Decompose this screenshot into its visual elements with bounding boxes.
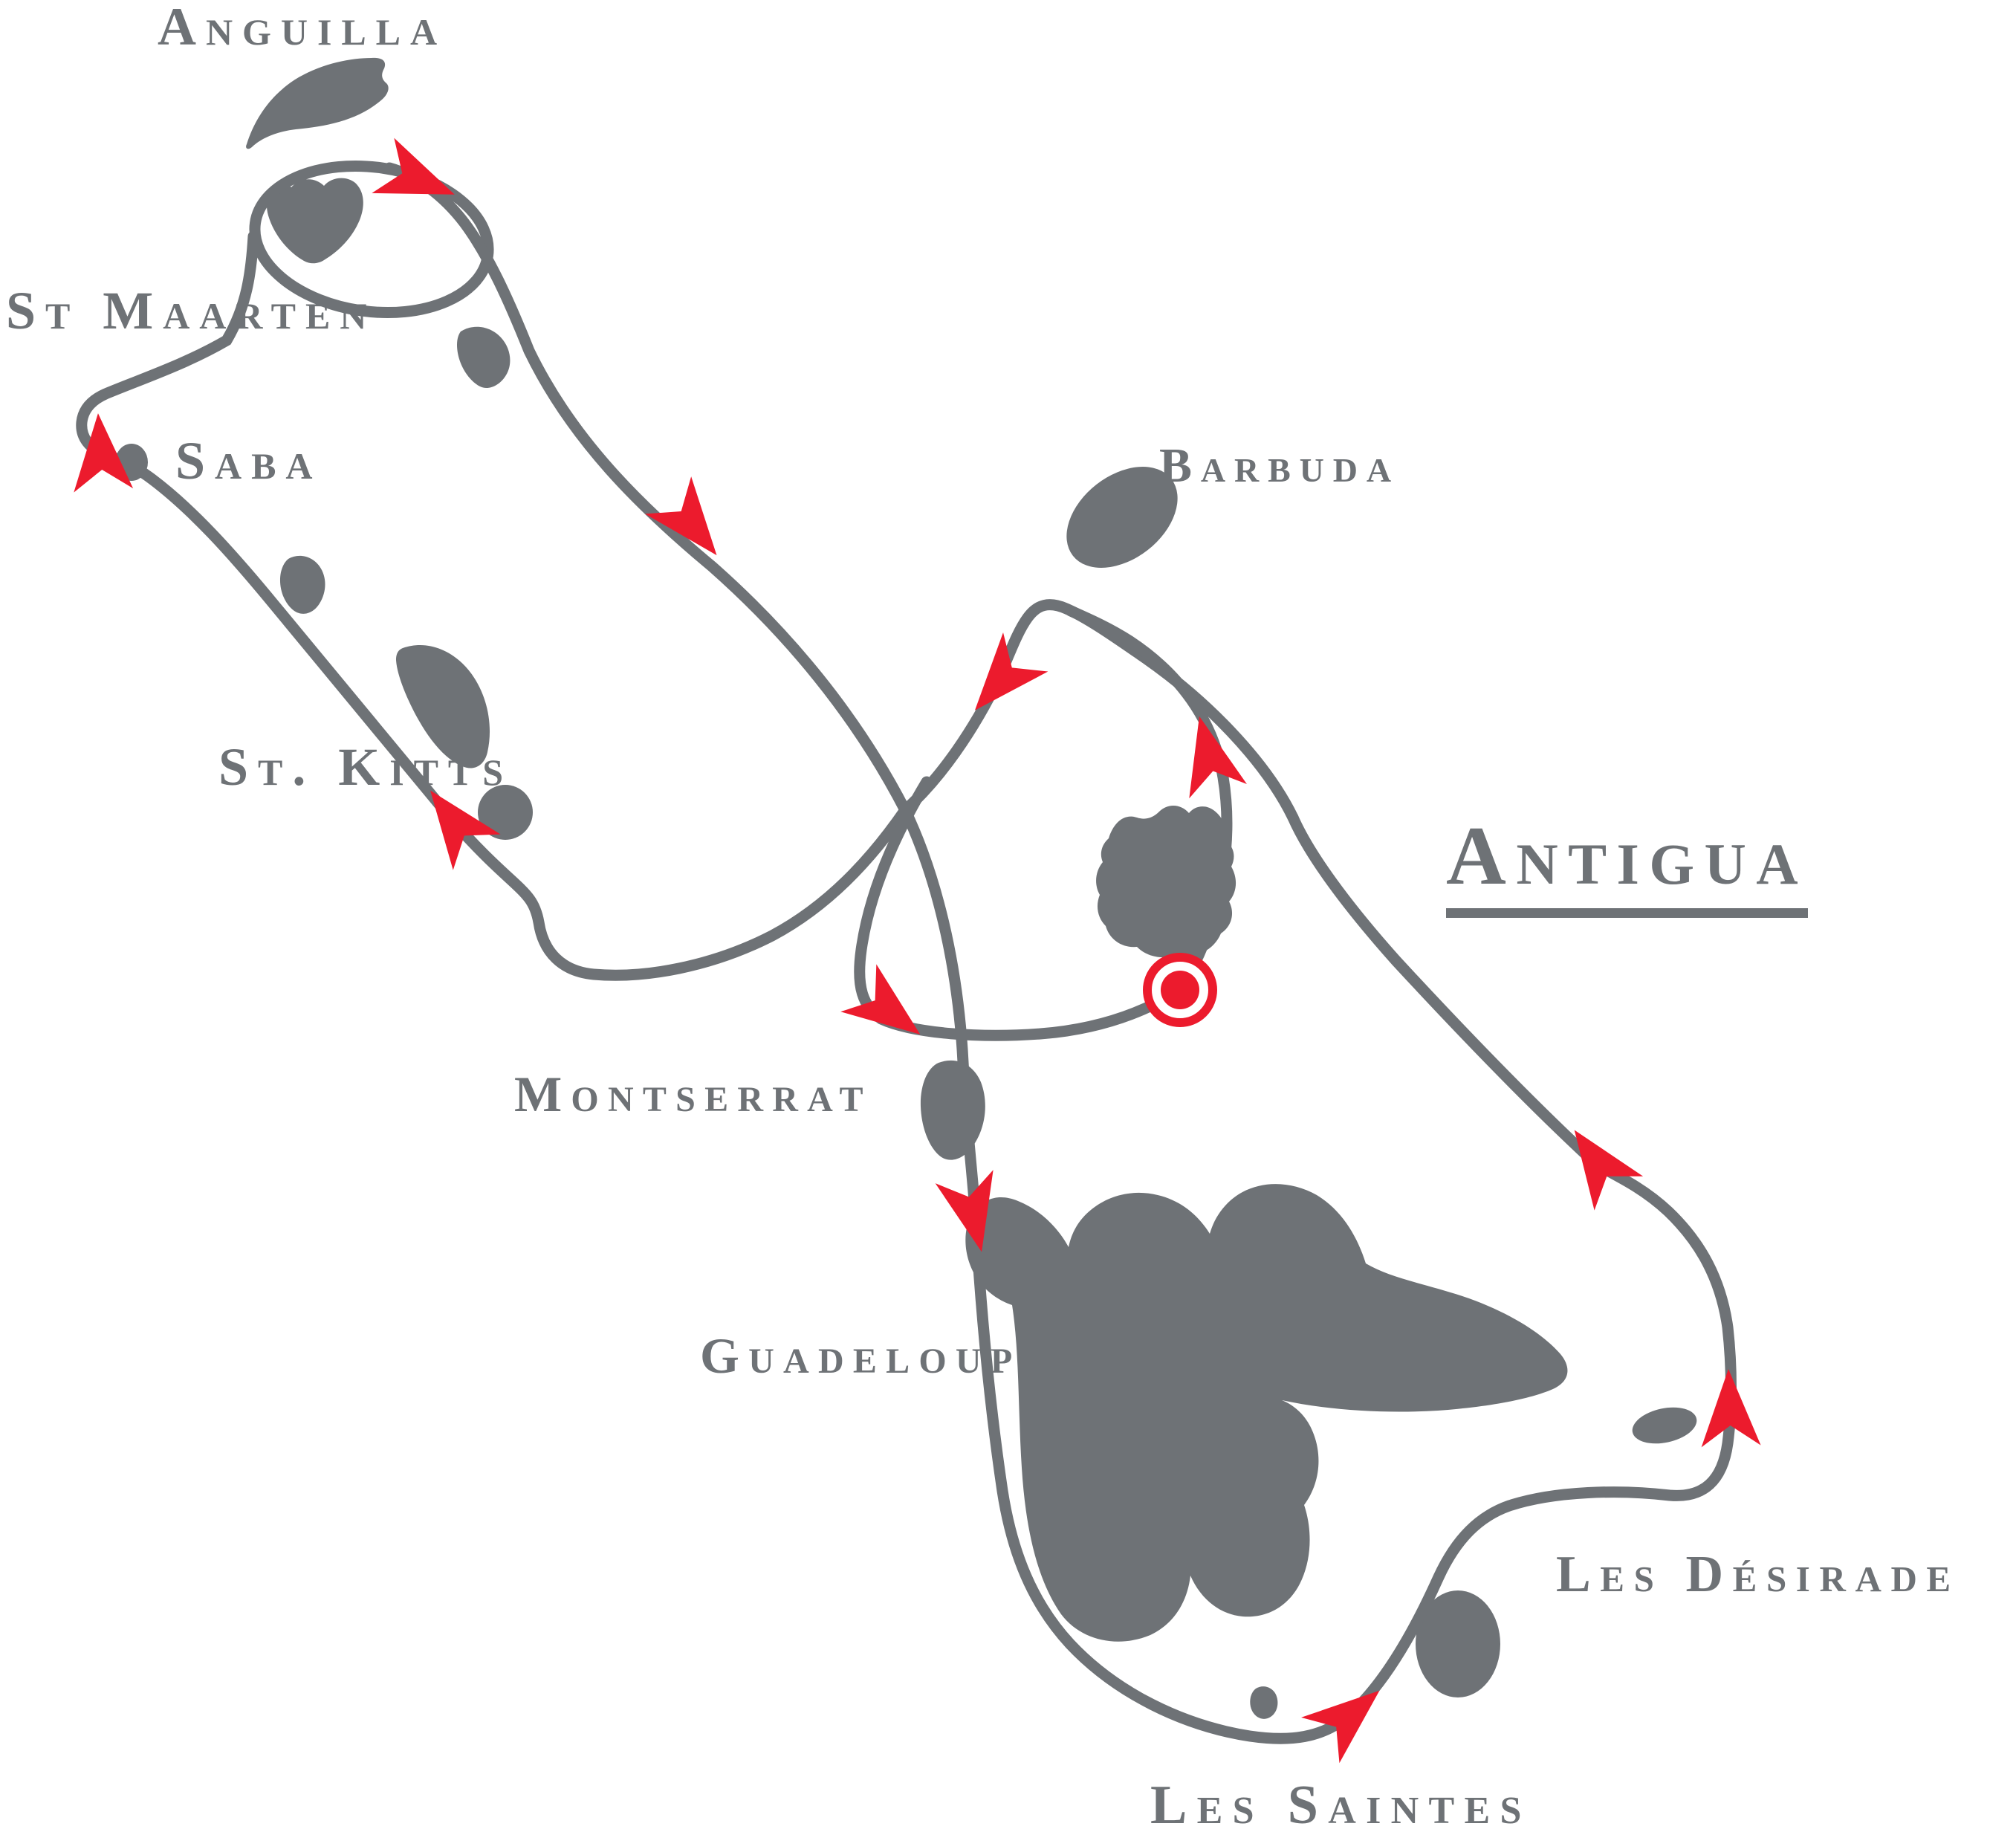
label-les-saintes: Les Saintes bbox=[1150, 1775, 1532, 1832]
label-montserrat: Montserrat bbox=[514, 1066, 872, 1122]
island-marie-galante bbox=[1416, 1590, 1500, 1697]
route-group bbox=[76, 160, 1737, 1744]
island-la-desirade bbox=[1632, 1407, 1697, 1444]
island-statia bbox=[279, 555, 325, 614]
label-anguilla: Anguilla bbox=[158, 0, 447, 56]
islands-group bbox=[115, 57, 1697, 1719]
label-antigua: Antigua bbox=[1446, 815, 1809, 918]
island-guadeloupe bbox=[965, 1184, 1568, 1642]
route-arrows-group bbox=[68, 137, 1761, 1764]
label-st-maarten: St Maarten bbox=[6, 281, 377, 340]
label-st-kitts: St. Kitts bbox=[218, 737, 513, 797]
island-st-barths bbox=[457, 326, 511, 389]
island-st-maarten bbox=[266, 178, 363, 264]
label-guadeloupe: Guadeloupe bbox=[700, 1327, 1054, 1384]
label-barbuda: Barbuda bbox=[1159, 438, 1400, 493]
island-les-saintes bbox=[1250, 1686, 1278, 1719]
start-marker-dot bbox=[1161, 971, 1199, 1009]
route-line-barbuda-to-stmaarten bbox=[76, 230, 1299, 981]
island-anguilla bbox=[246, 57, 389, 149]
island-antigua bbox=[1096, 805, 1236, 958]
start-marker-outer-ring bbox=[1143, 953, 1217, 1027]
island-st-kitts bbox=[396, 644, 490, 768]
route-arrow-barbuda-return bbox=[952, 632, 1048, 731]
start-marker bbox=[1143, 953, 1217, 1027]
island-barbuda bbox=[1066, 467, 1178, 568]
label-saba: Saba bbox=[175, 431, 323, 491]
island-montserrat bbox=[920, 1060, 985, 1160]
label-les-desirade: Les Désirade bbox=[1556, 1546, 1960, 1603]
island-nevis bbox=[478, 785, 533, 840]
route-line-stmaarten-to-antigua-east bbox=[383, 162, 1737, 1744]
